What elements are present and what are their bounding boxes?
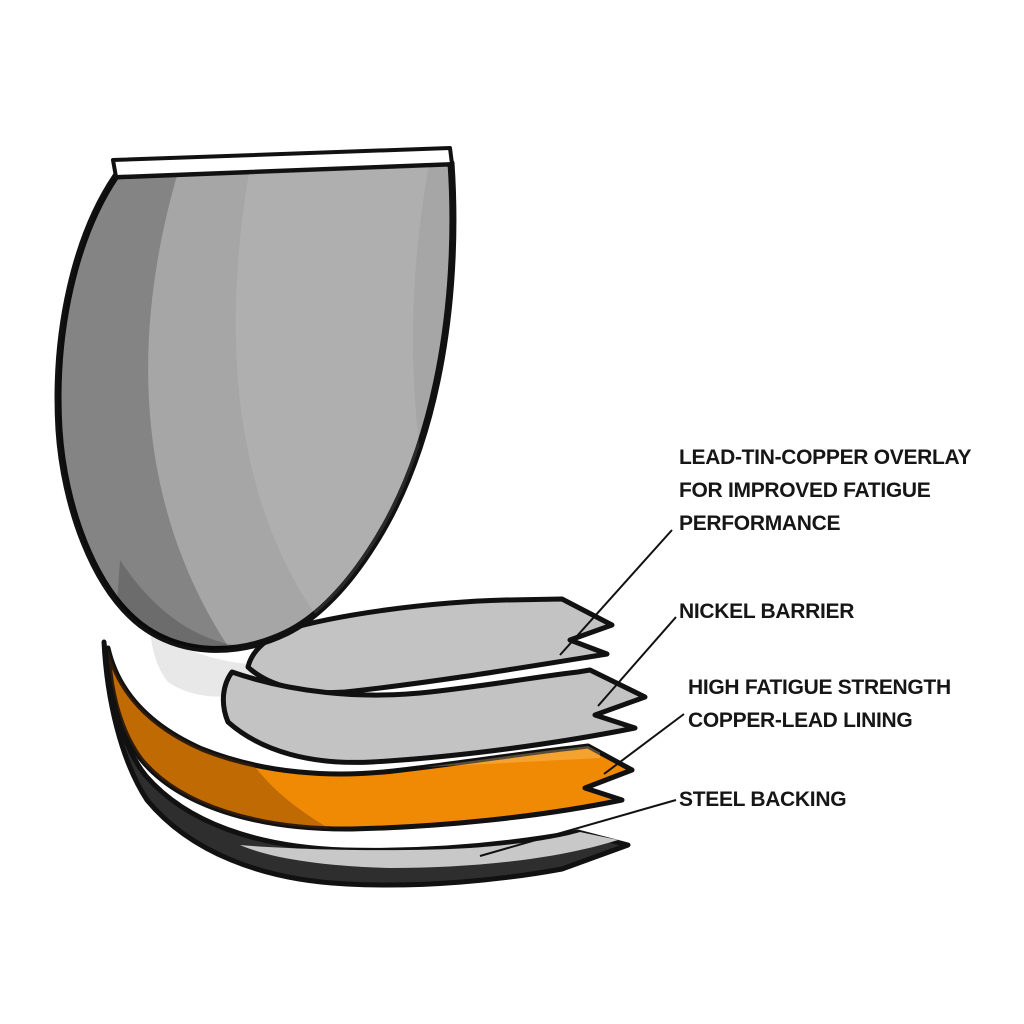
label-line: LEAD-TIN-COPPER OVERLAY <box>679 446 972 469</box>
label-lead-tin-copper-overlay: LEAD-TIN-COPPER OVERLAY FOR IMPROVED FAT… <box>679 441 971 540</box>
label-line: NICKEL BARRIER <box>679 600 855 623</box>
label-copper-lead-lining: HIGH FATIGUE STRENGTH COPPER-LEAD LINING <box>688 671 951 737</box>
leader-line-overlay <box>559 529 673 656</box>
label-line: FOR IMPROVED FATIGUE <box>679 479 931 502</box>
label-steel-backing: STEEL BACKING <box>679 783 847 816</box>
label-line: COPPER-LEAD LINING <box>688 709 913 732</box>
overlay-layer-shape <box>245 596 615 696</box>
label-line: HIGH FATIGUE STRENGTH <box>688 676 951 699</box>
leader-line-nickel <box>597 616 677 707</box>
shell-body <box>54 159 457 653</box>
copper-lead-layer-shape <box>105 645 635 832</box>
nickel-layer-shape <box>220 667 648 765</box>
shell-top-rim <box>111 146 454 179</box>
label-line: PERFORMANCE <box>679 512 841 535</box>
leader-line-steel <box>479 799 677 857</box>
label-line: STEEL BACKING <box>679 788 847 811</box>
label-nickel-barrier: NICKEL BARRIER <box>679 595 854 628</box>
steel-backing-top-face <box>240 832 618 868</box>
steel-backing-shape <box>101 639 631 888</box>
leader-line-copper-lead <box>603 713 685 775</box>
